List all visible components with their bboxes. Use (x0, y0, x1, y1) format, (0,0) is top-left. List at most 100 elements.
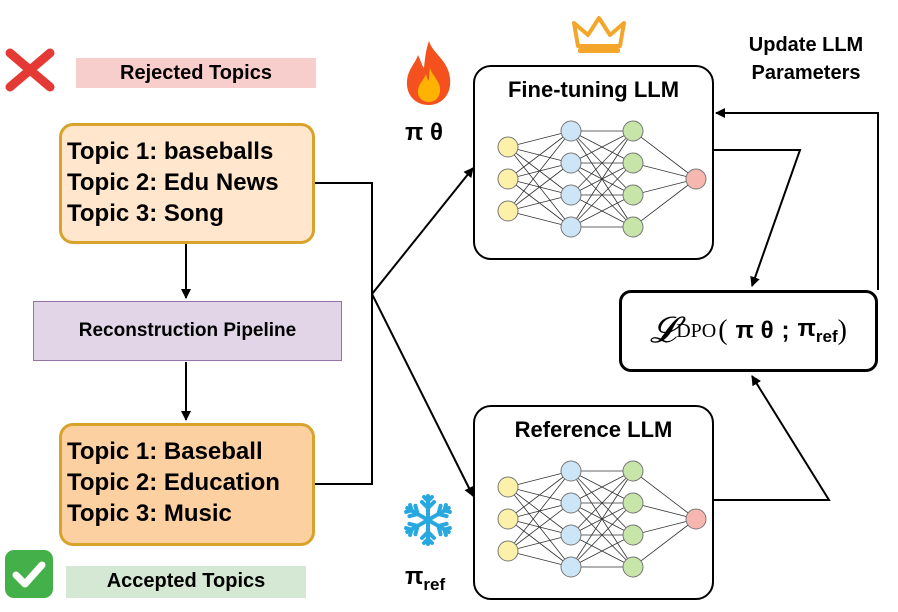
nn-node (497, 508, 519, 530)
line-rejected-to-junction (314, 182, 373, 294)
loss-open-paren: ( (718, 315, 728, 346)
loss-close-paren: ) (837, 315, 847, 346)
nn-node (497, 168, 519, 190)
reference-policy-label: πref (405, 563, 445, 595)
reference-policy-base: π (405, 563, 424, 590)
finetune-llm-box: Fine-tuning LLM (473, 65, 714, 260)
nn-edge (507, 470, 572, 552)
accepted-topic-1: Topic 1: Baseball (67, 438, 263, 465)
update-parameters-label: Update LLM Parameters (723, 31, 889, 87)
reference-neural-network (497, 460, 707, 578)
nn-node (622, 152, 644, 174)
nn-edge (570, 130, 634, 196)
nn-edge (570, 470, 634, 504)
nn-edge (632, 518, 697, 568)
snowflake-arm (420, 518, 436, 546)
nn-edge (507, 162, 572, 212)
nn-node (560, 492, 582, 514)
nn-edge (570, 162, 634, 228)
nn-node (622, 460, 644, 482)
green-check-icon (5, 550, 53, 598)
finetune-neural-network (497, 120, 707, 238)
snowflake-arm (404, 518, 430, 537)
rejected-topic-2: Topic 2: Edu News (67, 169, 279, 196)
nn-edge (632, 178, 697, 196)
snowflake-arm (426, 518, 452, 537)
reconstruction-pipeline: Reconstruction Pipeline (33, 301, 342, 361)
loss-arg-reference: πref (798, 315, 838, 347)
finetune-llm-title: Fine-tuning LLM (507, 77, 680, 102)
nn-node (685, 168, 707, 190)
rejected-topics-label: Rejected Topics (76, 58, 316, 88)
nn-edge (507, 502, 572, 552)
arrow-to-reference (371, 293, 474, 497)
nn-node (560, 152, 582, 174)
loss-ref-base: π (797, 315, 816, 342)
nn-edge (507, 130, 572, 180)
nn-node (622, 524, 644, 546)
nn-node (497, 200, 519, 222)
nn-node (560, 524, 582, 546)
pipeline-label: Reconstruction Pipeline (78, 320, 297, 341)
accepted-topic-2: Topic 2: Education (67, 469, 280, 496)
reference-policy-sub: ref (423, 575, 446, 594)
reference-llm-title: Reference LLM (514, 417, 673, 442)
nn-edge (570, 130, 634, 164)
loss-separator: ; (781, 317, 790, 344)
nn-node (622, 120, 644, 142)
nn-edge (632, 502, 697, 520)
nn-edge (507, 194, 572, 212)
nn-edge (570, 470, 634, 568)
snowflake-arm (420, 494, 436, 522)
flame-icon (406, 41, 451, 105)
snowflake-icon (404, 494, 452, 546)
accepted-topics-label: Accepted Topics (66, 566, 306, 598)
nn-edge (507, 534, 572, 552)
nn-edge (507, 130, 572, 148)
finetune-policy-label: π θ (405, 119, 444, 146)
arrow-reference-to-loss (713, 375, 831, 501)
nn-edge (507, 210, 572, 228)
nn-edge (507, 470, 572, 488)
loss-ref-sub: ref (815, 327, 838, 346)
nn-edge (632, 162, 697, 180)
snowflake-arm (426, 503, 452, 522)
nn-edge (570, 130, 634, 228)
accepted-topic-3: Topic 3: Music (67, 500, 232, 527)
nn-node (497, 476, 519, 498)
nn-edge (507, 470, 572, 520)
arrow-update-parameters (715, 108, 879, 290)
arrow-finetune-to-loss (713, 149, 802, 287)
nn-node (497, 540, 519, 562)
nn-node (685, 508, 707, 530)
line-accepted-to-junction (314, 294, 373, 485)
nn-node (622, 492, 644, 514)
loss-subscript: DPO (676, 319, 717, 342)
nn-edge (570, 470, 634, 536)
rejected-topic-1: Topic 1: baseballs (67, 138, 274, 165)
nn-node (560, 120, 582, 142)
nn-edge (632, 130, 697, 180)
loss-symbol: 𝓛 (650, 310, 677, 351)
nn-node (622, 216, 644, 238)
nn-node (560, 216, 582, 238)
nn-node (560, 184, 582, 206)
nn-node (622, 184, 644, 206)
nn-edge (507, 130, 572, 212)
loss-arg-policy: π θ (735, 317, 774, 344)
nn-node (560, 460, 582, 482)
snowflake-arm (404, 503, 430, 522)
nn-edge (632, 518, 697, 536)
nn-edge (632, 178, 697, 228)
nn-edge (570, 534, 634, 568)
nn-edge (507, 550, 572, 568)
update-line-1: Update LLM (748, 34, 864, 56)
rejected-topic-3: Topic 3: Song (67, 200, 224, 227)
nn-edge (570, 194, 634, 228)
update-line-2: Parameters (751, 62, 861, 84)
nn-edge (570, 502, 634, 568)
reference-llm-box: Reference LLM (473, 405, 714, 600)
